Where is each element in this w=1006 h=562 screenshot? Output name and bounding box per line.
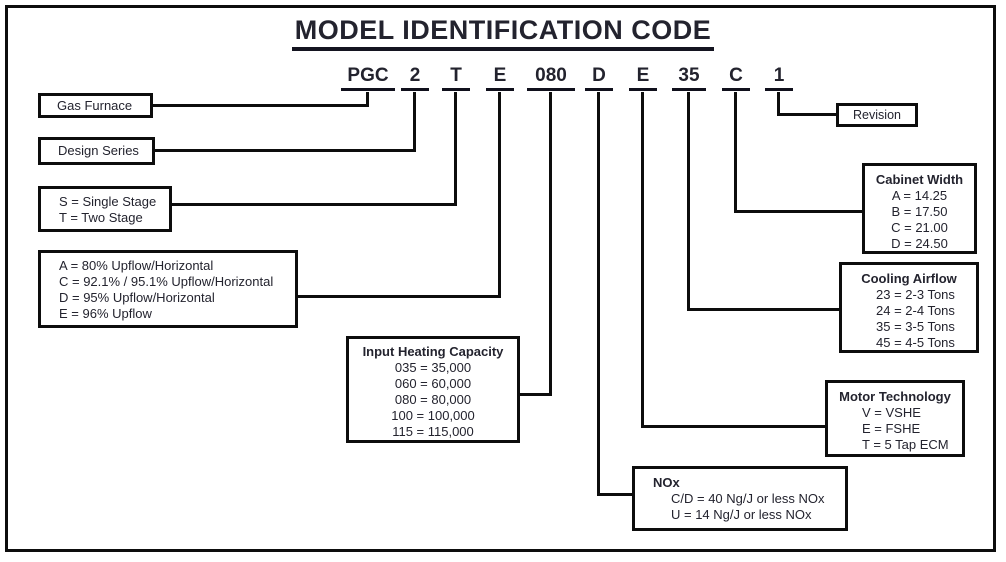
input-heating-capacity-title: Input Heating Capacity bbox=[362, 344, 504, 359]
input-heating-option: 080 = 80,000 bbox=[394, 392, 472, 407]
connector-080-horizontal bbox=[520, 393, 552, 396]
connector-e2-horizontal bbox=[641, 425, 825, 428]
connector-t-horizontal bbox=[172, 203, 457, 206]
input-heating-option: 035 = 35,000 bbox=[394, 360, 472, 375]
cabinet-option: A = 14.25 bbox=[891, 188, 948, 203]
connector-1-horizontal bbox=[777, 113, 836, 116]
page-title: MODEL IDENTIFICATION CODE bbox=[291, 15, 715, 51]
cabinet-width-box: Cabinet Width A = 14.25 B = 17.50 C = 21… bbox=[862, 163, 977, 254]
connector-pgc-vertical bbox=[366, 92, 369, 106]
cooling-airflow-box: Cooling Airflow 23 = 2-3 Tons 24 = 2-4 T… bbox=[839, 262, 979, 353]
motor-technology-box: Motor Technology V = VSHE E = FSHE T = 5… bbox=[825, 380, 965, 457]
code-segment-1: 1 bbox=[765, 63, 793, 91]
nox-title: NOx bbox=[653, 475, 680, 490]
connector-2-horizontal bbox=[155, 149, 416, 152]
efficiency-option: E = 96% Upflow bbox=[59, 306, 152, 321]
code-segment-e2: E bbox=[629, 63, 657, 91]
connector-2-vertical bbox=[413, 92, 416, 152]
code-segment-t: T bbox=[442, 63, 470, 91]
gas-furnace-label: Gas Furnace bbox=[57, 98, 133, 113]
cabinet-option: B = 17.50 bbox=[891, 204, 948, 219]
input-heating-option: 115 = 115,000 bbox=[392, 424, 474, 439]
efficiency-option: A = 80% Upflow/Horizontal bbox=[59, 258, 214, 273]
stage-option: S = Single Stage bbox=[59, 194, 157, 209]
nox-option: U = 14 Ng/J or less NOx bbox=[671, 507, 812, 522]
connector-1-vertical bbox=[777, 92, 780, 116]
nox-box: NOx C/D = 40 Ng/J or less NOx U = 14 Ng/… bbox=[632, 466, 848, 531]
connector-35-vertical bbox=[687, 92, 690, 311]
revision-box: Revision bbox=[836, 103, 918, 127]
efficiency-option: C = 92.1% / 95.1% Upflow/Horizontal bbox=[59, 274, 274, 289]
code-segment-e1: E bbox=[486, 63, 514, 91]
efficiency-box: A = 80% Upflow/Horizontal C = 92.1% / 95… bbox=[38, 250, 298, 328]
connector-e1-vertical bbox=[498, 92, 501, 298]
design-series-box: Design Series bbox=[38, 137, 155, 165]
code-segment-pgc: PGC bbox=[341, 63, 395, 91]
code-segment-35: 35 bbox=[672, 63, 706, 91]
connector-d-vertical bbox=[597, 92, 600, 496]
cooling-option: 24 = 2-4 Tons bbox=[876, 303, 955, 318]
connector-pgc-horizontal bbox=[153, 104, 369, 107]
connector-t-vertical bbox=[454, 92, 457, 206]
motor-technology-title: Motor Technology bbox=[839, 389, 951, 404]
stage-box: S = Single Stage T = Two Stage bbox=[38, 186, 172, 232]
connector-080-vertical bbox=[549, 92, 552, 396]
cabinet-width-title: Cabinet Width bbox=[875, 172, 964, 187]
connector-e2-vertical bbox=[641, 92, 644, 428]
motor-option: T = 5 Tap ECM bbox=[862, 437, 949, 452]
connector-d-horizontal bbox=[597, 493, 632, 496]
page-border bbox=[5, 5, 996, 552]
connector-c-vertical bbox=[734, 92, 737, 213]
revision-label: Revision bbox=[853, 108, 901, 122]
cooling-option: 35 = 3-5 Tons bbox=[876, 319, 955, 334]
cooling-option: 23 = 2-3 Tons bbox=[876, 287, 955, 302]
code-segment-2: 2 bbox=[401, 63, 429, 91]
input-heating-capacity-box: Input Heating Capacity 035 = 35,000 060 … bbox=[346, 336, 520, 443]
motor-option: V = VSHE bbox=[862, 405, 921, 420]
code-segment-d: D bbox=[585, 63, 613, 91]
input-heating-option: 060 = 60,000 bbox=[394, 376, 472, 391]
stage-option: T = Two Stage bbox=[59, 210, 143, 225]
cabinet-option: C = 21.00 bbox=[891, 220, 948, 235]
efficiency-option: D = 95% Upflow/Horizontal bbox=[59, 290, 215, 305]
cabinet-option: D = 24.50 bbox=[891, 236, 948, 251]
code-segment-c: C bbox=[722, 63, 750, 91]
nox-option: C/D = 40 Ng/J or less NOx bbox=[671, 491, 825, 506]
code-segment-080: 080 bbox=[527, 63, 575, 91]
connector-c-horizontal bbox=[734, 210, 862, 213]
cooling-option: 45 = 4-5 Tons bbox=[876, 335, 955, 350]
design-series-label: Design Series bbox=[58, 143, 139, 158]
gas-furnace-box: Gas Furnace bbox=[38, 93, 153, 118]
cooling-airflow-title: Cooling Airflow bbox=[861, 271, 957, 286]
motor-option: E = FSHE bbox=[862, 421, 921, 436]
title-wrap: MODEL IDENTIFICATION CODE bbox=[0, 15, 1006, 51]
connector-e1-horizontal bbox=[298, 295, 501, 298]
input-heating-option: 100 = 100,000 bbox=[391, 408, 475, 423]
connector-35-horizontal bbox=[687, 308, 839, 311]
